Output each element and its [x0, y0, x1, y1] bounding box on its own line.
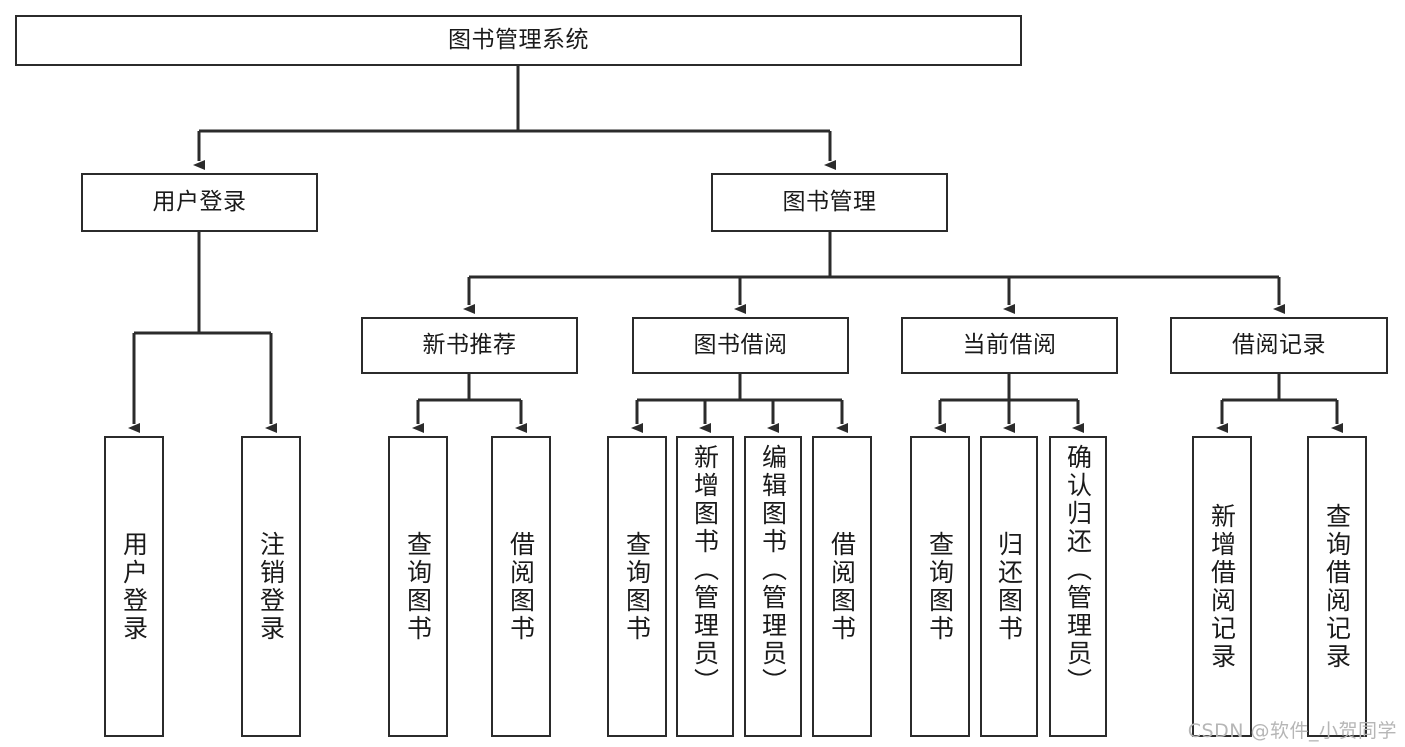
node-label: 用户登录: [152, 188, 247, 215]
leaf-query-book-current[interactable]: 查询图书: [910, 436, 970, 737]
node-label: 编辑图书（管理员）: [758, 444, 788, 696]
node-borrow-records[interactable]: 借阅记录: [1170, 317, 1388, 374]
node-label: 新增借阅记录: [1207, 502, 1237, 671]
node-label: 图书借阅: [693, 331, 788, 358]
node-current-borrow[interactable]: 当前借阅: [901, 317, 1118, 374]
watermark-text: CSDN @软件_小贺同学: [1187, 720, 1397, 742]
node-label: 新书推荐: [422, 331, 517, 358]
leaf-query-book-borrow[interactable]: 查询图书: [607, 436, 667, 737]
node-label: 注销登录: [256, 530, 286, 643]
node-new-book-recommend[interactable]: 新书推荐: [361, 317, 578, 374]
node-label: 查询图书: [622, 530, 652, 643]
leaf-add-book-admin[interactable]: 新增图书（管理员）: [676, 436, 734, 737]
leaf-borrow-book-recommend[interactable]: 借阅图书: [491, 436, 551, 737]
node-label: 查询图书: [925, 530, 955, 643]
node-label: 借阅记录: [1232, 331, 1326, 358]
leaf-add-borrow-record[interactable]: 新增借阅记录: [1192, 436, 1252, 737]
leaf-query-borrow-record[interactable]: 查询借阅记录: [1307, 436, 1367, 737]
node-label: 图书管理系统: [448, 26, 589, 53]
leaf-user-login[interactable]: 用户登录: [104, 436, 164, 737]
node-label: 用户登录: [119, 530, 149, 643]
node-book-management[interactable]: 图书管理: [711, 173, 948, 232]
leaf-return-book[interactable]: 归还图书: [980, 436, 1038, 737]
node-label: 借阅图书: [506, 530, 536, 643]
leaf-edit-book-admin[interactable]: 编辑图书（管理员）: [744, 436, 802, 737]
node-root-book-management-system[interactable]: 图书管理系统: [15, 15, 1022, 66]
leaf-borrow-book[interactable]: 借阅图书: [812, 436, 872, 737]
leaf-logout[interactable]: 注销登录: [241, 436, 301, 737]
node-label: 借阅图书: [827, 530, 857, 643]
node-label: 确认归还（管理员）: [1063, 444, 1093, 696]
node-label: 查询借阅记录: [1322, 502, 1352, 671]
node-user-login[interactable]: 用户登录: [81, 173, 318, 232]
node-label: 当前借阅: [962, 331, 1057, 358]
leaf-query-book-recommend[interactable]: 查询图书: [388, 436, 448, 737]
node-label: 图书管理: [782, 188, 877, 215]
node-book-borrow[interactable]: 图书借阅: [632, 317, 849, 374]
node-label: 归还图书: [994, 530, 1024, 643]
node-label: 新增图书（管理员）: [690, 444, 720, 696]
node-label: 查询图书: [403, 530, 433, 643]
leaf-confirm-return-admin[interactable]: 确认归还（管理员）: [1049, 436, 1107, 737]
